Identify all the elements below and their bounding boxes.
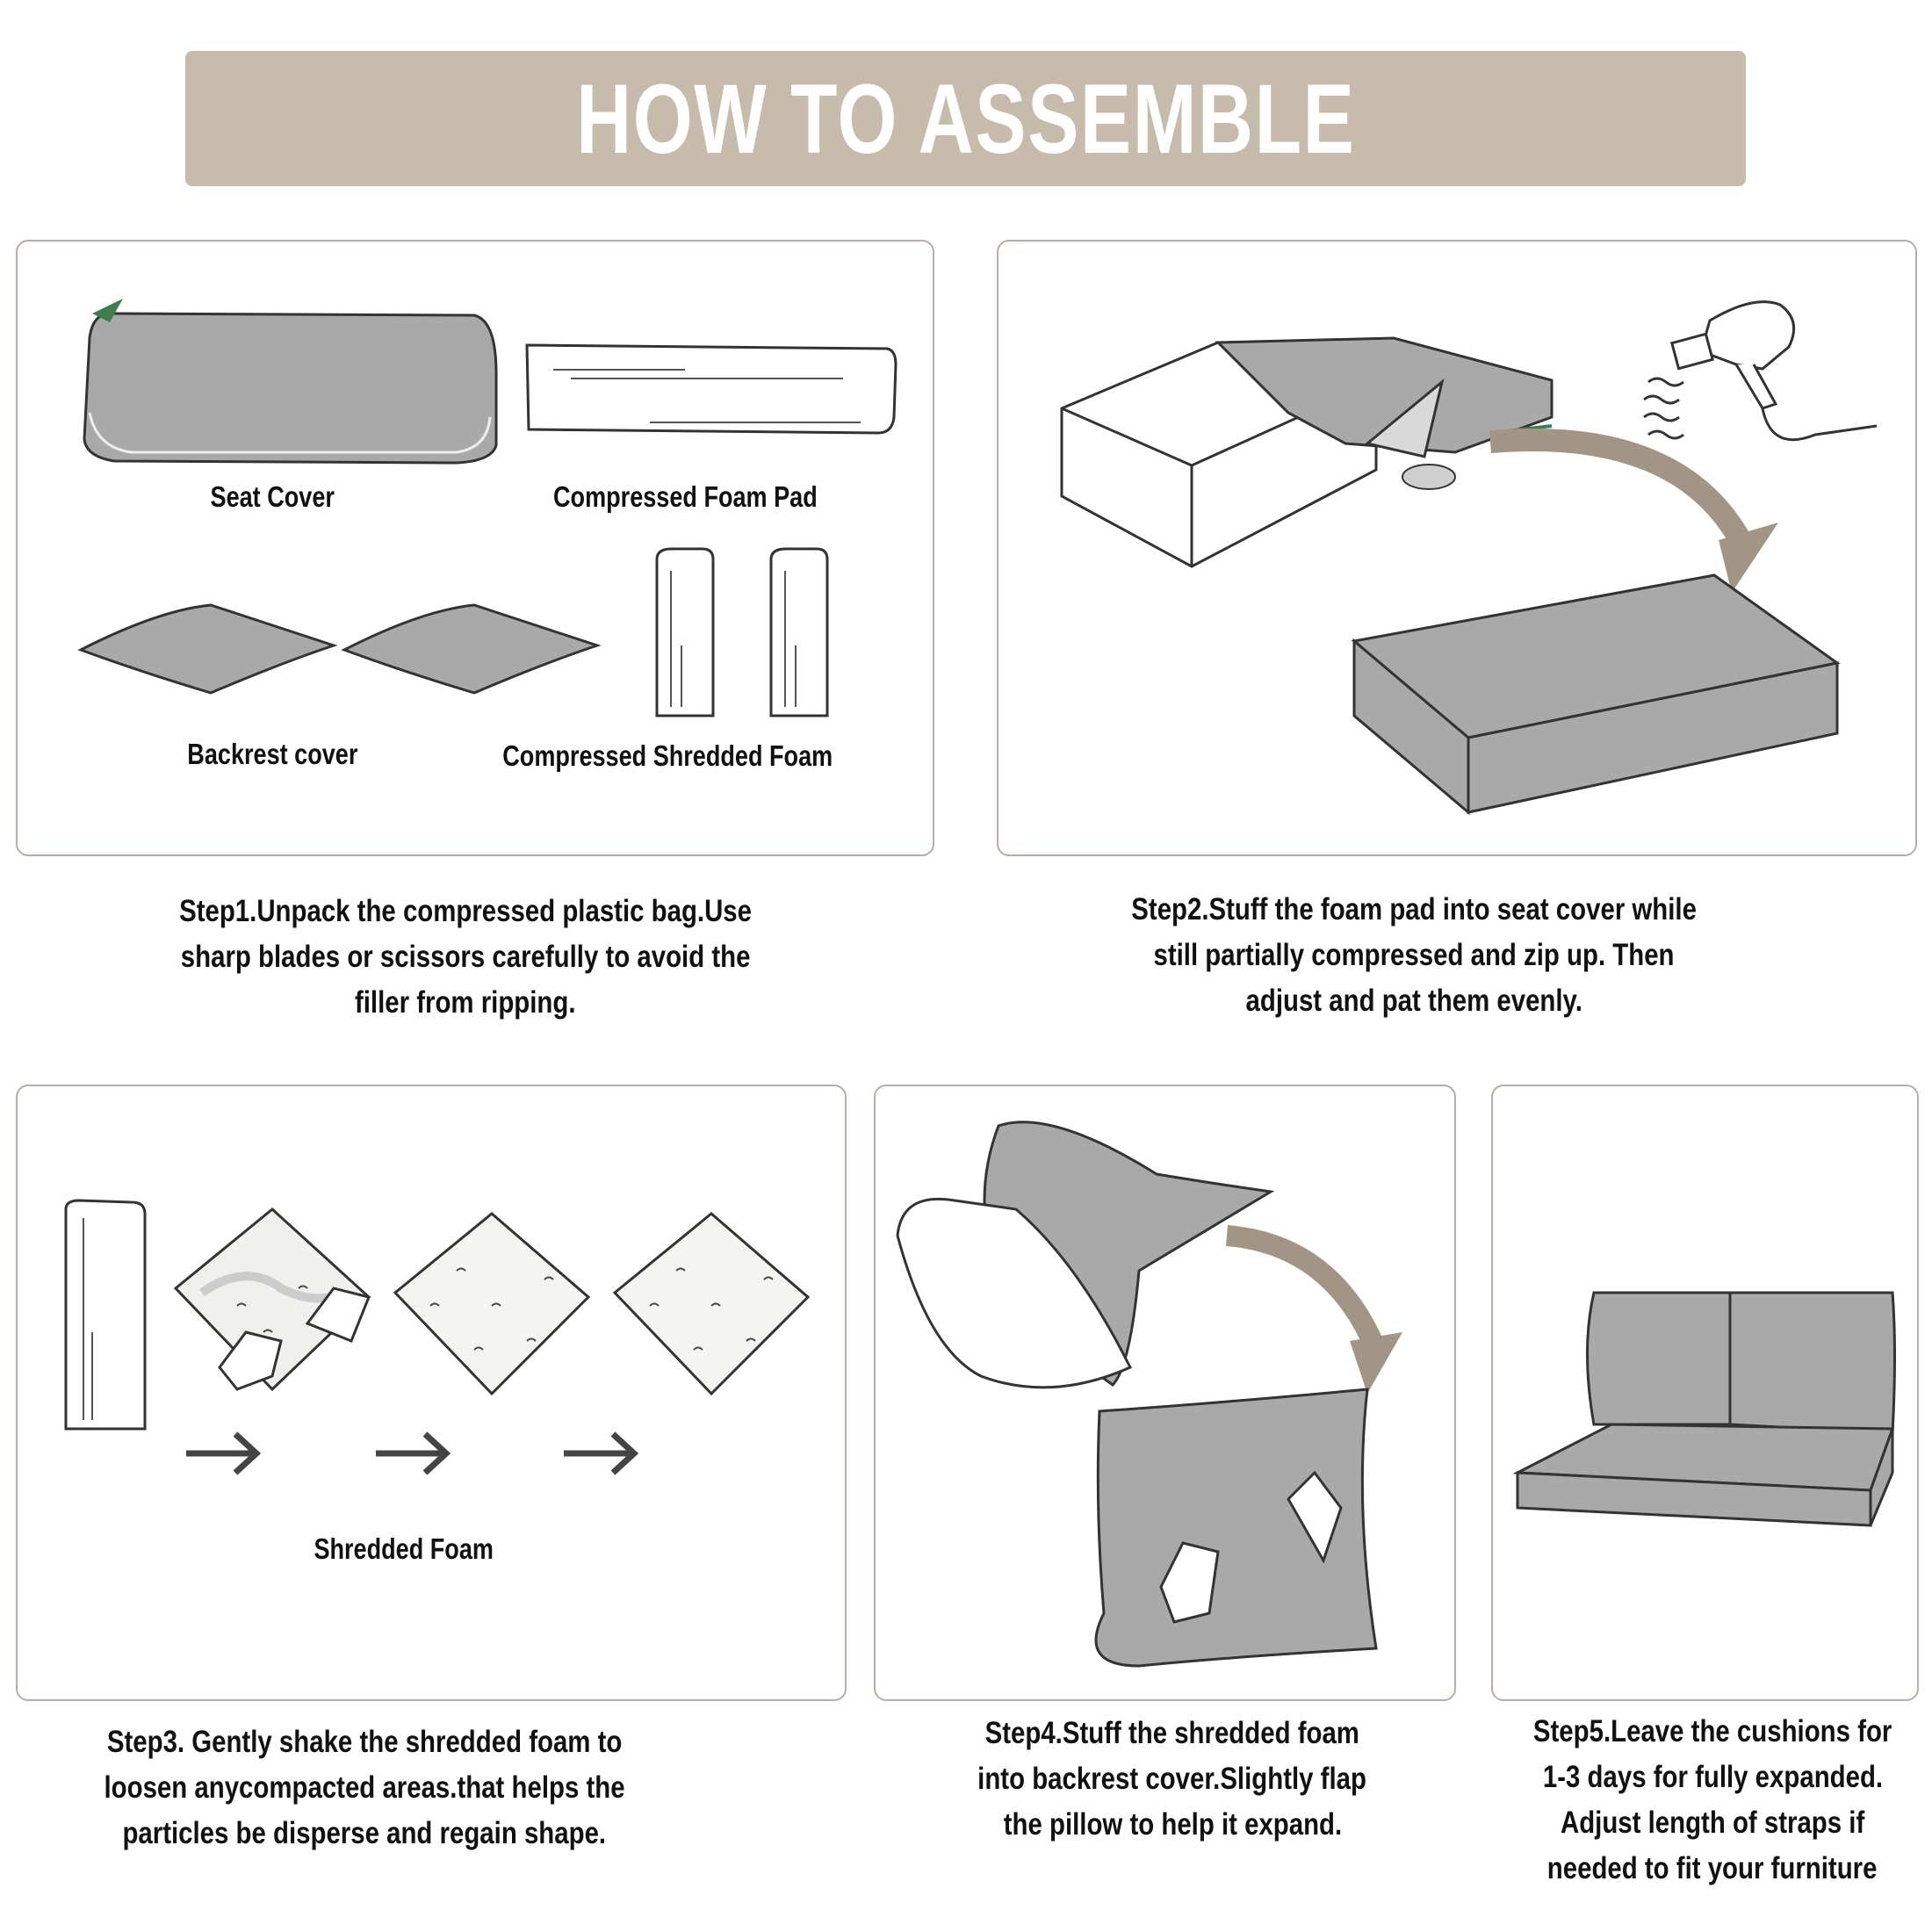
header-banner: HOW TO ASSEMBLE xyxy=(185,51,1746,186)
step3-caption-line: Step3. Gently shake the shredded foam to xyxy=(106,1725,623,1759)
step1-caption-line: filler from ripping. xyxy=(355,985,576,1020)
step4-caption-line: the pillow to help it expand. xyxy=(1003,1807,1342,1842)
step4-caption: Step4.Stuff the shredded foam into backr… xyxy=(913,1711,1431,1848)
backrest-cover-illustration-1 xyxy=(77,603,338,695)
backrest-cover-label: Backrest cover xyxy=(186,738,358,770)
step2-illustration xyxy=(1060,300,1878,816)
step1-panel: Seat Cover Compressed Foam Pad Backrest … xyxy=(16,240,934,856)
step3-panel: Shredded Foam xyxy=(16,1085,847,1701)
heat-waves-icon xyxy=(1643,377,1684,440)
curved-arrow-icon xyxy=(1489,428,1755,554)
step5-illustration xyxy=(1512,1291,1896,1527)
step2-caption-line: Step2.Stuff the foam pad into seat cover… xyxy=(1131,892,1697,926)
step1-illustration xyxy=(77,299,898,717)
hand-icon xyxy=(1159,1470,1343,1624)
seat-cover-label: Seat Cover xyxy=(210,480,335,513)
shredded-foam-bag-illustration-1 xyxy=(655,547,715,717)
step2-caption-line: adjust and pat them evenly. xyxy=(1245,984,1582,1018)
foam-pillow-3 xyxy=(612,1212,811,1396)
shredded-foam-bag-illustration-2 xyxy=(769,547,829,717)
step4-panel xyxy=(874,1085,1456,1701)
hair-dryer-icon xyxy=(1669,300,1878,442)
step2-panel xyxy=(997,240,1917,856)
step3-caption: Step3. Gently shake the shredded foam to… xyxy=(26,1719,703,1856)
step4-illustration xyxy=(896,1121,1402,1668)
curved-arrow-icon xyxy=(1225,1225,1387,1354)
step2-caption-line: still partially compressed and zip up. T… xyxy=(1153,938,1675,972)
foam-pillow-2 xyxy=(393,1212,591,1396)
step5-caption-line: needed to fit your furniture xyxy=(1547,1851,1878,1885)
back-cushion-left xyxy=(1586,1291,1732,1426)
shredded-foam-label: Compressed Shredded Foam xyxy=(502,739,833,772)
page-title: HOW TO ASSEMBLE xyxy=(575,63,1356,174)
step4-caption-line: into backrest cover.Slightly flap xyxy=(977,1762,1367,1796)
step1-caption-line: Step1.Unpack the compressed plastic bag.… xyxy=(179,894,752,928)
step2-caption: Step2.Stuff the foam pad into seat cover… xyxy=(1063,887,1765,1024)
foam-pad-label: Compressed Foam Pad xyxy=(552,480,818,513)
right-arrow-icon xyxy=(564,1431,639,1475)
back-cushion-right xyxy=(1728,1291,1896,1435)
step5-caption-line: Step5.Leave the cushions for xyxy=(1532,1714,1892,1748)
step3-illustration xyxy=(64,1199,811,1475)
step5-caption: Step5.Leave the cushions for 1-3 days fo… xyxy=(1493,1709,1932,1892)
shredded-foam-label: Shredded Foam xyxy=(314,1532,494,1565)
step5-caption-line: 1-3 days for fully expanded. xyxy=(1542,1760,1883,1794)
compressed-foam-bag xyxy=(64,1199,147,1431)
step3-caption-line: particles be disperse and regain shape. xyxy=(122,1816,607,1850)
foam-insert-white xyxy=(896,1197,1133,1389)
step1-caption-line: sharp blades or scissors carefully to av… xyxy=(180,940,751,974)
step3-caption-line: loosen anycompacted areas.that helps the xyxy=(104,1770,625,1805)
seat-cover-illustration xyxy=(83,312,498,465)
step4-caption-line: Step4.Stuff the shredded foam xyxy=(984,1716,1360,1750)
step1-caption: Step1.Unpack the compressed plastic bag.… xyxy=(114,889,817,1026)
hand-icon xyxy=(218,1287,371,1391)
foam-pad-illustration xyxy=(525,343,898,435)
step5-panel xyxy=(1491,1085,1919,1701)
backrest-cover-illustration-2 xyxy=(341,603,602,695)
right-arrow-icon xyxy=(186,1431,262,1475)
right-arrow-icon xyxy=(376,1431,451,1475)
step5-caption-line: Adjust length of straps if xyxy=(1560,1806,1865,1840)
